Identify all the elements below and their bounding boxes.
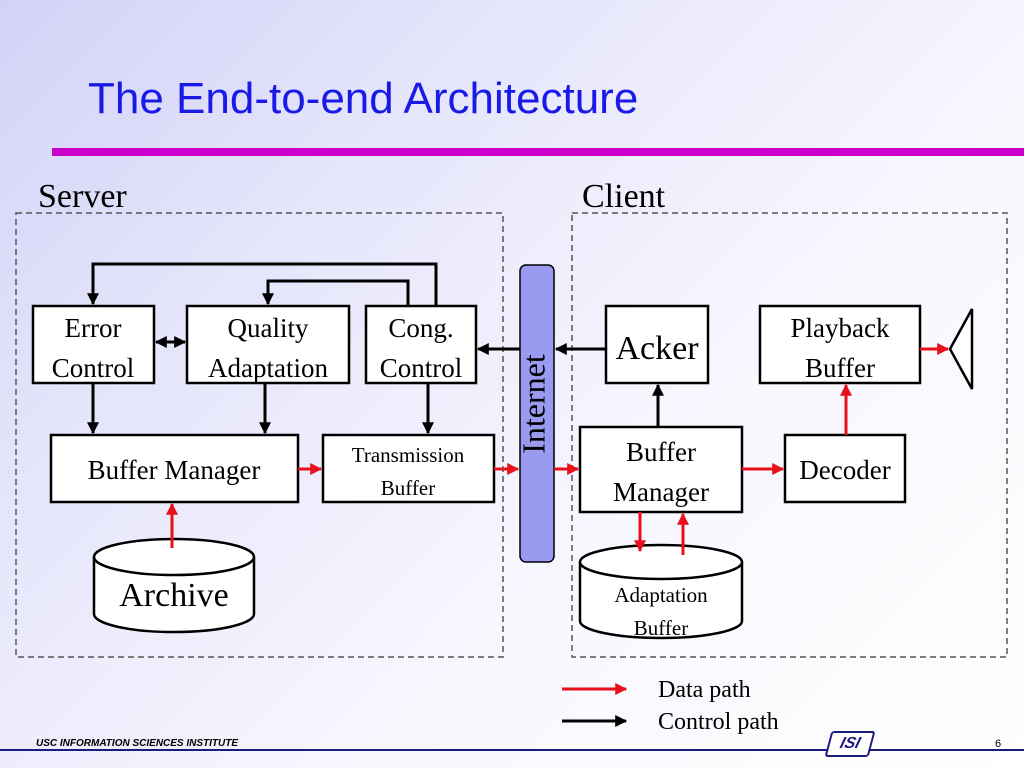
- client-label: Client: [582, 178, 666, 215]
- title-divider: [52, 148, 1024, 156]
- slide-title: The End-to-end Architecture: [88, 74, 639, 123]
- transmission-buffer-line1: Transmission: [352, 443, 465, 467]
- transmission-buffer-line2: Buffer: [381, 476, 435, 500]
- acker-box: Acker: [604, 304, 710, 385]
- error-control-box: Error Control: [31, 304, 156, 385]
- adaptation-buffer-line1: Adaptation: [614, 583, 708, 607]
- client-buffer-manager-box: Buffer Manager: [578, 425, 744, 514]
- client-buffer-manager-line2: Manager: [613, 477, 709, 507]
- internet-label: Internet: [515, 354, 551, 454]
- data-paths: [166, 343, 950, 555]
- internet-channel: [519, 264, 555, 563]
- transmission-buffer-box: Transmission Buffer: [321, 433, 496, 504]
- quality-adaptation-line1: Quality: [228, 313, 309, 343]
- legend-control-path-label: Control path: [658, 709, 779, 735]
- footer-divider: [0, 749, 1024, 751]
- isi-logo: ISI: [824, 731, 876, 757]
- server-buffer-manager-label: Buffer Manager: [88, 455, 261, 485]
- legend-data-path-label: Data path: [658, 677, 751, 703]
- footer-institute: USC INFORMATION SCIENCES INSTITUTE: [36, 738, 239, 749]
- error-control-line1: Error: [65, 313, 122, 343]
- quality-adaptation-box: Quality Adaptation: [185, 304, 351, 385]
- client-buffer-manager-line1: Buffer: [626, 437, 696, 467]
- archive-label: Archive: [119, 577, 229, 614]
- cong-control-box: Cong. Control: [364, 304, 478, 385]
- playback-buffer-line2: Buffer: [805, 353, 875, 383]
- decoder-box: Decoder: [783, 433, 907, 504]
- client-region: [571, 212, 1008, 658]
- quality-adaptation-line2: Adaptation: [208, 353, 328, 383]
- adaptation-buffer-cylinder: Adaptation Buffer: [578, 543, 744, 640]
- decoder-label: Decoder: [799, 455, 890, 485]
- acker-label: Acker: [615, 330, 699, 367]
- server-label: Server: [38, 178, 127, 215]
- cong-control-line1: Cong.: [388, 313, 453, 343]
- cong-to-error-control-arrow: [87, 262, 438, 306]
- server-buffer-manager-box: Buffer Manager: [49, 433, 300, 504]
- playback-buffer-box: Playback Buffer: [758, 304, 922, 385]
- speaker-icon: [948, 308, 974, 390]
- cong-control-line2: Control: [380, 353, 463, 383]
- error-control-line2: Control: [52, 353, 135, 383]
- legend: Data path Control path: [562, 677, 779, 735]
- playback-buffer-line1: Playback: [791, 313, 890, 343]
- control-paths: [87, 262, 664, 435]
- server-region: [15, 212, 504, 658]
- page-number: 6: [995, 738, 1002, 750]
- archive-cylinder: Archive: [92, 537, 256, 634]
- cong-to-quality-adaptation-arrow: [262, 279, 410, 306]
- adaptation-buffer-line2: Buffer: [634, 616, 688, 640]
